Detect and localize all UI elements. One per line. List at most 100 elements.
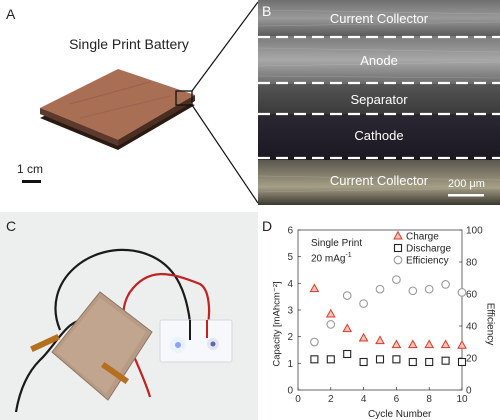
- x-tick-label: 4: [361, 394, 367, 405]
- legend-marker-discharge: [393, 243, 403, 253]
- y-tick-label-left: 2: [287, 332, 293, 343]
- panel-letter-a: A: [6, 6, 16, 22]
- scale-label-a: 1 cm: [17, 162, 44, 176]
- point-discharge: [375, 355, 385, 364]
- point-efficiency: [392, 275, 401, 284]
- battery-side-left: [40, 108, 118, 146]
- y-tick-label-right: 80: [466, 258, 478, 269]
- y-tick-label-left: 5: [287, 252, 293, 263]
- layer-separator: [258, 84, 500, 114]
- point-discharge: [457, 357, 467, 367]
- point-charge: [309, 283, 320, 293]
- point-charge: [407, 339, 418, 349]
- layer-cathode: [258, 114, 500, 160]
- panel-letter-c: C: [6, 218, 17, 234]
- panel-letter-b: B: [262, 3, 272, 19]
- layer-label-current-collector-top: Current Collector: [329, 11, 429, 26]
- point-discharge: [343, 349, 352, 359]
- point-efficiency: [342, 291, 352, 300]
- point-charge: [358, 332, 369, 342]
- chart-annotation-line1: Single Print: [311, 238, 363, 249]
- panel-a-title: Single Print Battery: [69, 36, 189, 52]
- chart-annotation-line2: 20 mAg-1: [311, 252, 352, 264]
- x-axis-label: Cycle Number: [368, 409, 432, 420]
- point-discharge: [425, 357, 434, 367]
- layer-label-cathode: Cathode: [354, 128, 404, 143]
- point-discharge: [359, 357, 368, 367]
- y-tick-label-left: 6: [287, 226, 293, 237]
- point-discharge: [310, 355, 319, 364]
- battery-side-right: [118, 95, 195, 146]
- panel-letter-d: D: [262, 218, 273, 234]
- point-discharge: [326, 355, 335, 364]
- panel-a: A Single Print Battery 1 cm: [0, 0, 258, 205]
- cross-section-micrograph: [258, 0, 500, 205]
- x-tick-label: 6: [394, 394, 400, 405]
- layer-current-collector-bottom: [258, 160, 500, 205]
- y-tick-label-left: 3: [287, 306, 293, 317]
- point-efficiency: [359, 299, 368, 308]
- y-tick-label-left: 4: [287, 279, 293, 290]
- point-discharge: [392, 355, 401, 364]
- black-wire: [54, 249, 192, 331]
- y-tick-label-right: 20: [466, 354, 478, 365]
- y-axis-label-left: Capacity [mAhcm⁻²]: [271, 281, 283, 367]
- legend-label-charge: Charge: [406, 232, 439, 243]
- point-efficiency: [424, 284, 434, 294]
- layer-boundaries: [258, 35, 500, 160]
- scale-bar-a: [22, 180, 41, 183]
- x-tick-label: 8: [426, 394, 432, 405]
- zoom-box: [175, 90, 193, 106]
- layer-current-collector-top: [258, 0, 500, 36]
- legend-marker-charge: [393, 230, 403, 240]
- x-tick-label: 2: [328, 394, 334, 405]
- point-charge: [342, 323, 353, 333]
- y-axis-label-right: Efficiency: [484, 302, 496, 346]
- chart-annotation-rate: 20 mAg: [311, 253, 346, 265]
- battery-top-surface: [40, 69, 195, 140]
- panel-b: B Current Collector Anode Separator Cath…: [258, 0, 500, 205]
- x-tick-label: 10: [456, 394, 468, 405]
- point-discharge: [408, 357, 417, 367]
- black-wire-lower: [14, 319, 91, 413]
- layer-label-current-collector-bottom: Current Collector: [329, 173, 429, 188]
- battery-photo: [22, 1, 258, 204]
- point-charge: [325, 308, 336, 318]
- scale-label-b: 200 μm: [448, 178, 485, 190]
- led-light: [175, 342, 181, 348]
- point-efficiency: [375, 284, 385, 294]
- callout-line-bottom: [191, 104, 258, 204]
- point-efficiency: [408, 286, 418, 296]
- point-discharge: [441, 356, 450, 365]
- legend-label-discharge: Discharge: [406, 244, 451, 255]
- y-tick-label-right: 40: [466, 322, 478, 333]
- point-efficiency: [457, 288, 467, 297]
- y-tick-label-right: 100: [466, 226, 483, 237]
- y-tick-label-left: 1: [287, 359, 293, 370]
- led-board: [159, 319, 233, 363]
- chart-annotation-sup: -1: [345, 252, 352, 259]
- clip-right: [100, 361, 130, 385]
- point-charge: [440, 339, 451, 349]
- callout-line-top: [191, 1, 258, 92]
- layer-anode: [258, 36, 500, 84]
- layer-label-separator: Separator: [350, 92, 408, 107]
- y-tick-label-right: 0: [466, 386, 472, 397]
- point-charge: [424, 339, 435, 349]
- panel-c: C: [0, 212, 258, 420]
- point-charge: [375, 335, 385, 345]
- y-tick-label-left: 0: [287, 386, 293, 397]
- legend-label-efficiency: Efficiency: [406, 256, 449, 267]
- legend-marker-efficiency: [393, 255, 403, 265]
- y-tick-label-right: 60: [466, 290, 478, 301]
- point-charge: [391, 339, 402, 349]
- point-efficiency: [310, 337, 319, 347]
- device-photo: [0, 212, 258, 420]
- point-charge: [457, 339, 467, 349]
- x-tick-label: 0: [295, 394, 301, 405]
- layer-label-anode: Anode: [360, 53, 398, 68]
- clip-left: [30, 333, 60, 353]
- point-efficiency: [326, 320, 336, 329]
